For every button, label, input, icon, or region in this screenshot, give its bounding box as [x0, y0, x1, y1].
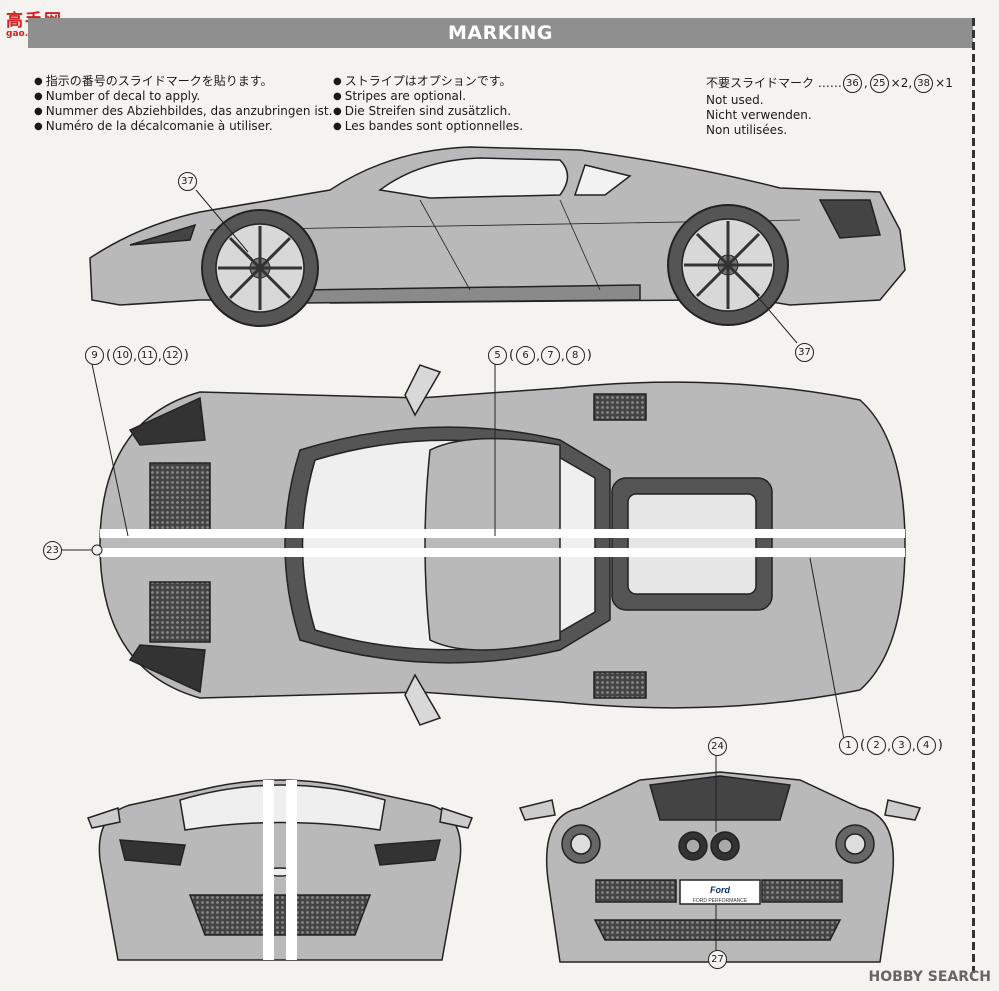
- top-view-drawing: [99, 364, 906, 726]
- decal-number-badge: 3: [891, 736, 911, 755]
- bullet-icon: ●: [333, 91, 342, 102]
- side-front-wheel: [201, 209, 319, 327]
- callout-side-rear-wheel: 37: [794, 343, 815, 362]
- note-text-en: Number of decal to apply.: [45, 89, 201, 103]
- decal-number-badge: 6: [516, 346, 536, 365]
- stripes-text-de: Die Streifen sind zusätzlich.: [344, 104, 512, 118]
- note-text-de: Nummer des Abziehbildes, das anzubringen…: [45, 104, 333, 118]
- callout-top-center-group: 5 ( 6, 7, 8 ): [487, 346, 593, 365]
- decal-number-badge: 37: [178, 172, 197, 191]
- decal-number-badge: 36: [842, 74, 862, 93]
- decal-number-badge: 24: [708, 737, 727, 756]
- not-used-text-fr: Non utilisées.: [706, 123, 788, 137]
- decal-number-badge: 38: [914, 74, 934, 93]
- fuel-cap-marker: [91, 544, 103, 556]
- decal-multiplier: ×1: [935, 76, 953, 90]
- decal-number-badge: 5: [488, 346, 507, 365]
- decal-number-badge: 7: [540, 346, 560, 365]
- rear-badge-brand: Ford: [710, 885, 730, 895]
- bullet-icon: ●: [34, 106, 43, 117]
- not-used-text-en: Not used.: [706, 93, 764, 107]
- page-edge-divider: [972, 18, 975, 973]
- decal-number-badge: 12: [162, 346, 182, 365]
- front-view-stripes: [263, 780, 297, 960]
- rear-badge-sub: FORD PERFORMANCE: [693, 898, 748, 904]
- rear-view-drawing: [518, 771, 922, 963]
- decal-number-badge: 23: [43, 541, 62, 560]
- not-used-note: 不要スライドマーク …… 36 , 25 ×2, 38 ×1 Not used.…: [706, 74, 953, 137]
- decal-number-badge: 37: [795, 343, 814, 362]
- decal-number-badge: 10: [113, 346, 133, 365]
- decal-number-badge: 27: [708, 950, 727, 969]
- not-used-label: 不要スライドマーク ……: [706, 76, 842, 90]
- decal-number-badge: 11: [137, 346, 157, 365]
- section-header: MARKING: [28, 18, 973, 48]
- bullet-icon: ●: [333, 106, 342, 117]
- decal-number-badge: 25: [869, 74, 889, 93]
- decal-number-badge: 4: [916, 736, 936, 755]
- decal-multiplier: ×2,: [890, 76, 913, 90]
- decal-number-badge: 1: [839, 736, 858, 755]
- decal-number-note: ●指示の番号のスライドマークを貼ります。 ●Number of decal to…: [34, 74, 332, 134]
- stripes-note: ●ストライプはオプションです。 ●Stripes are optional. ●…: [333, 74, 523, 134]
- decal-number-badge: 2: [867, 736, 887, 755]
- bullet-icon: ●: [333, 121, 342, 132]
- bullet-icon: ●: [333, 76, 342, 87]
- bullet-icon: ●: [34, 76, 43, 87]
- side-leader-lines: [195, 189, 798, 344]
- callout-top-nose: 23: [42, 541, 63, 560]
- note-text-ja: 指示の番号のスライドマークを貼ります。: [45, 74, 273, 88]
- bullet-icon: ●: [34, 121, 43, 132]
- stripes-text-ja: ストライプはオプションです。: [344, 74, 512, 88]
- top-leader-lines: [60, 363, 846, 746]
- stripes-text-en: Stripes are optional.: [344, 89, 467, 103]
- callout-side-front-wheel: 37: [177, 172, 198, 191]
- side-rear-wheel: [667, 204, 789, 326]
- callout-rear-bottom: 27: [707, 950, 728, 969]
- watermark: HOBBY SEARCH: [868, 969, 991, 985]
- decal-number-badge: 9: [85, 346, 104, 365]
- front-view-drawing: [87, 779, 473, 961]
- callout-top-right-group: 1 ( 2, 3, 4 ): [838, 736, 944, 755]
- stripes-text-fr: Les bandes sont optionnelles.: [344, 119, 524, 133]
- bullet-icon: ●: [34, 91, 43, 102]
- not-used-text-de: Nicht verwenden.: [706, 108, 812, 122]
- note-text-fr: Numéro de la décalcomanie à utiliser.: [45, 119, 273, 133]
- section-title: MARKING: [447, 22, 554, 44]
- top-view-stripes: [100, 529, 905, 557]
- decal-number-badge: 8: [565, 346, 585, 365]
- callout-top-left-group: 9 ( 10, 11, 12 ): [84, 346, 190, 365]
- callout-rear-top: 24: [707, 737, 728, 756]
